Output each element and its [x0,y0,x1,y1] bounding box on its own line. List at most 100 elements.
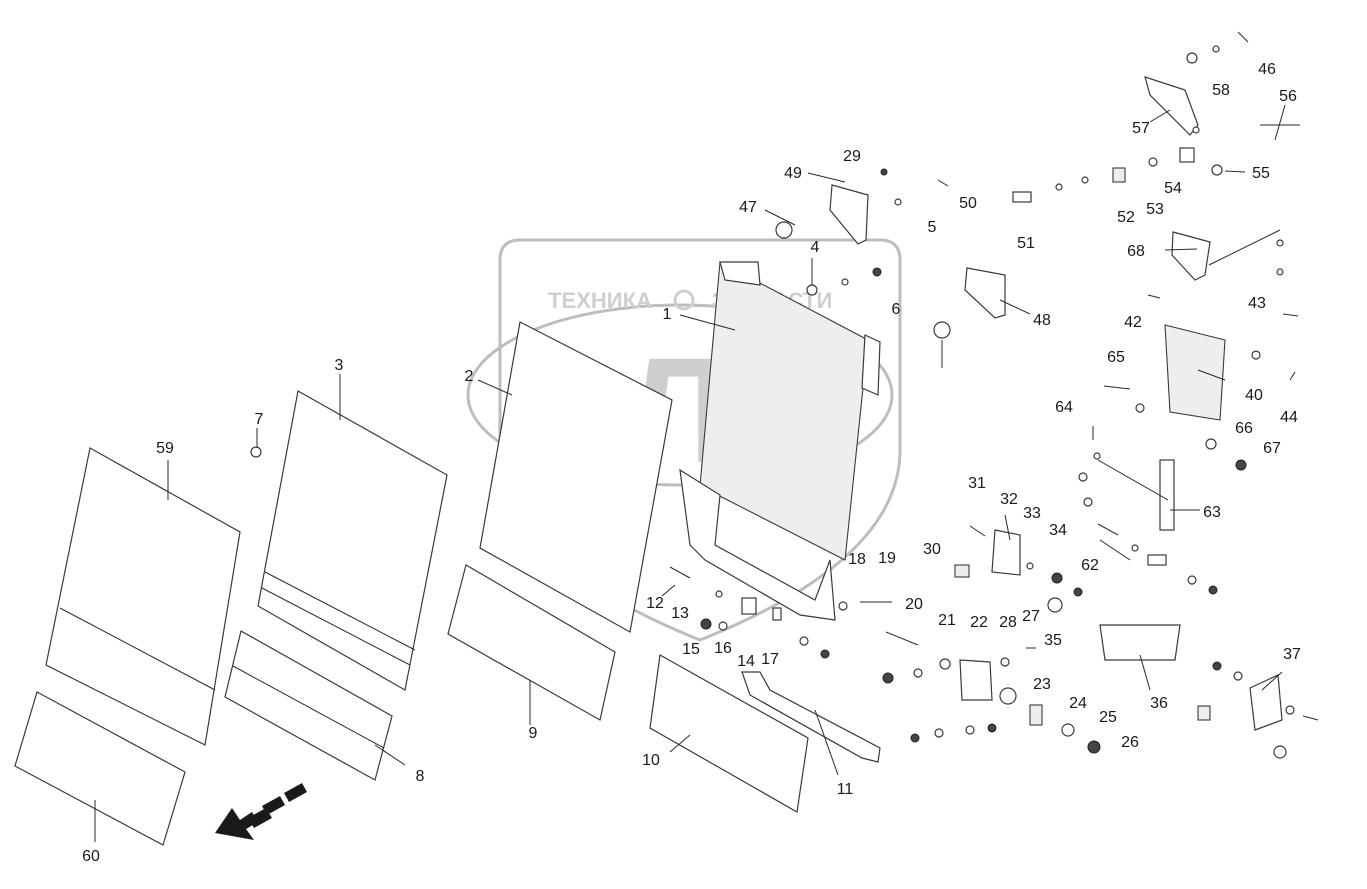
callout-64: 64 [1055,399,1073,416]
callout-4: 4 [811,239,820,256]
bolt-46-top [1237,31,1249,43]
nut-34-b [1073,587,1083,597]
callout-12: 12 [646,595,664,612]
bracket-57 [1144,76,1199,136]
washer-15 [1083,497,1093,507]
callout-2: 2 [465,368,474,385]
clip-14-b [741,597,757,615]
callout-60: 60 [82,848,100,865]
callout-65: 65 [1107,349,1125,366]
callout-31: 31 [968,475,986,492]
bush-23 [999,687,1017,705]
callout-50: 50 [959,195,977,212]
callout-55: 55 [1252,165,1270,182]
washer-28-f [965,725,975,735]
callout-29: 29 [843,148,861,165]
callout-56: 56 [1279,88,1297,105]
nut-29-c [987,723,997,733]
small-hardware [250,31,1319,759]
callout-11: 11 [837,781,854,798]
washer-5-a [894,198,902,206]
callout-42: 42 [1124,314,1142,331]
washer-16 [1078,472,1088,482]
panel-2 [479,321,673,633]
callout-47: 47 [739,199,757,216]
callout-35: 35 [1044,632,1062,649]
spring-52 [1112,167,1126,183]
washer-66 [1205,438,1217,450]
part-63 [1159,459,1175,531]
bolt-62 [1097,523,1119,536]
bush-35-b [1273,745,1287,759]
mount-47b [933,321,951,339]
bolt-46-r [1282,313,1299,317]
callout-26: 26 [1121,734,1139,751]
part-54 [1179,147,1195,163]
callout-40: 40 [1245,387,1263,404]
mount-22 [959,659,993,701]
callout-22: 22 [970,614,988,631]
bolt-20 [885,631,919,646]
callout-37: 37 [1283,646,1301,663]
callout-24: 24 [1069,695,1087,712]
callout-16: 16 [714,640,732,657]
bracket-49 [829,184,869,245]
nut-6-a [872,267,882,277]
callout-32: 32 [1000,491,1018,508]
nut-29-b [910,733,920,743]
watermark-top-left-text: ТЕХНИКА [548,288,652,313]
washer-28-e [1000,657,1010,667]
spring-30a [954,564,970,578]
callout-9: 9 [529,725,538,742]
nut-29-a [880,168,888,176]
spacer-17 [772,607,782,621]
part-40 [1164,324,1226,421]
nut-29-top [1055,183,1063,191]
callout-63: 63 [1203,504,1221,521]
bolt-53 [1148,157,1158,167]
plate-32 [991,529,1021,576]
bracket-frame [679,468,836,621]
callout-67: 67 [1263,440,1281,457]
panel-59 [45,447,241,746]
bolt-27-b [1302,715,1319,721]
washer-5-c [1187,575,1197,585]
washer-58 [1186,52,1198,64]
callout-46: 46 [1258,61,1276,78]
callout-20: 20 [905,596,923,613]
gear-icon [673,289,695,311]
callout-25: 25 [1099,709,1117,726]
callout-36: 36 [1150,695,1168,712]
nut-26 [1087,740,1101,754]
nut-67 [1235,459,1247,471]
callout-7: 7 [255,411,264,428]
callout-19: 19 [878,550,896,567]
nut-6-c [1212,661,1222,671]
washer-21 [939,658,951,670]
callout-49: 49 [784,165,802,182]
callout-66: 66 [1235,420,1253,437]
bolt-31 [969,525,986,537]
callout-58: 58 [1212,82,1230,99]
panel-8 [224,630,393,781]
part-36 [1099,624,1181,661]
nut-6-d [882,672,894,684]
washer-33 [1026,562,1034,570]
nut-6-e [820,649,830,659]
bolt-42 [1147,294,1161,299]
mount-47a [775,221,793,239]
callout-labels: 1 2 3 4 5 6 7 8 9 10 11 12 13 14 15 16 1… [82,61,1301,865]
callout-27: 27 [1022,608,1040,625]
callout-48: 48 [1033,312,1051,329]
washer-4 [806,284,818,296]
washer-28-top [1081,176,1089,184]
spring-30b [1197,705,1211,721]
washer-25 [1061,723,1075,737]
washer-28-mid [1192,126,1200,134]
washer-13 [1131,544,1139,552]
callout-53: 53 [1146,201,1164,218]
part-24 [1029,704,1043,726]
part-51 [1012,191,1032,203]
washer-5-e [913,668,923,678]
